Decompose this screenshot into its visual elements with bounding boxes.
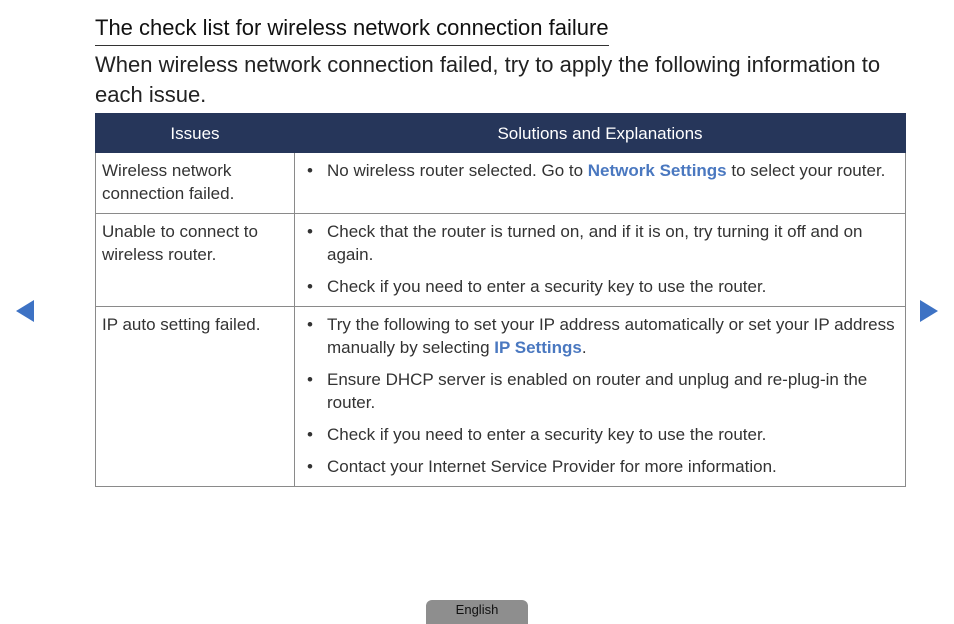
solution-item: Check if you need to enter a security ke… <box>301 423 899 446</box>
next-page-arrow-icon[interactable] <box>920 300 938 322</box>
network-settings-link[interactable]: Network Settings <box>587 161 727 180</box>
solution-item: Ensure DHCP server is enabled on router … <box>301 368 899 414</box>
solution-item: Try the following to set your IP address… <box>301 313 899 359</box>
table-row: Unable to connect to wireless router. Ch… <box>95 213 906 307</box>
solutions-cell: Try the following to set your IP address… <box>294 306 906 487</box>
issue-cell: Unable to connect to wireless router. <box>95 213 295 307</box>
solution-item: No wireless router selected. Go to Netwo… <box>301 159 899 182</box>
language-tab[interactable]: English <box>426 600 528 624</box>
issue-cell: Wireless network connection failed. <box>95 152 295 214</box>
solution-text: Try the following to set your IP address… <box>327 315 895 357</box>
solution-text: to select your router. <box>726 161 886 180</box>
issue-cell: IP auto setting failed. <box>95 306 295 487</box>
header-issues: Issues <box>95 113 295 153</box>
checklist-table: Issues Solutions and Explanations Wirele… <box>95 113 906 487</box>
header-solutions: Solutions and Explanations <box>294 113 906 153</box>
solutions-cell: No wireless router selected. Go to Netwo… <box>294 152 906 214</box>
intro-text: When wireless network connection failed,… <box>95 52 881 107</box>
table-row: IP auto setting failed. Try the followin… <box>95 306 906 487</box>
table-row: Wireless network connection failed. No w… <box>95 152 906 214</box>
table-header-row: Issues Solutions and Explanations <box>95 113 906 153</box>
solution-text: No wireless router selected. Go to <box>327 161 588 180</box>
solutions-cell: Check that the router is turned on, and … <box>294 213 906 307</box>
solution-item: Contact your Internet Service Provider f… <box>301 455 899 478</box>
page-title: The check list for wireless network conn… <box>95 14 609 46</box>
solution-item: Check if you need to enter a security ke… <box>301 275 899 298</box>
ip-settings-link[interactable]: IP Settings <box>494 338 582 357</box>
solution-text: . <box>581 338 587 357</box>
solution-item: Check that the router is turned on, and … <box>301 220 899 266</box>
previous-page-arrow-icon[interactable] <box>16 300 34 322</box>
